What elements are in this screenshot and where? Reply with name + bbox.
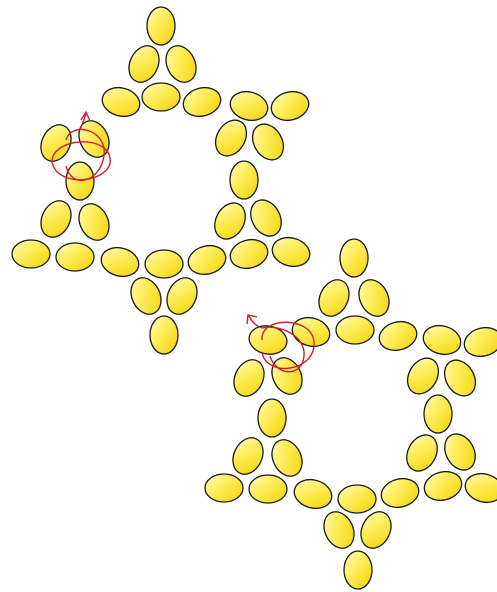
bead [98,244,142,281]
bead [268,88,312,125]
bead [125,273,166,319]
bead [180,84,224,121]
bead [147,7,175,45]
bead [291,476,335,513]
bead [424,395,452,433]
bead [123,41,164,87]
bead [227,433,268,479]
bead [289,314,333,351]
bead [344,551,372,589]
bead [227,88,271,125]
bead [269,234,313,271]
bead [73,116,114,162]
bead [185,242,229,279]
bead [142,83,180,111]
bead [249,475,287,503]
bead [266,435,307,481]
bead [150,316,178,354]
bead [401,353,444,400]
bead [336,316,374,344]
bead [56,243,94,271]
bead [205,474,243,502]
bead [245,195,288,242]
bead [462,470,497,507]
bead [258,399,286,437]
bead [439,429,482,476]
bead [99,84,143,121]
bead [227,236,271,273]
bead [161,273,202,319]
bead [401,430,444,477]
bead [355,507,396,553]
bead [318,507,359,553]
bead [353,275,394,321]
bead [438,355,481,402]
bead [340,239,368,277]
bead [160,41,201,87]
bead [421,468,465,505]
bead [145,250,183,278]
bead [338,485,376,513]
bead [313,275,354,321]
arrowhead [247,315,257,324]
bead [12,240,50,268]
bead [461,324,497,361]
bead [420,322,464,359]
bead [378,475,422,512]
bead [376,318,420,355]
bead [266,353,307,399]
bead [209,198,252,245]
bead [209,115,252,162]
bead [73,199,114,245]
bead [228,355,269,401]
bead [246,119,289,166]
star-motif-bottom-right [205,239,497,589]
bead [35,196,76,242]
bead [230,161,258,199]
star-motif-top-left [12,7,313,354]
